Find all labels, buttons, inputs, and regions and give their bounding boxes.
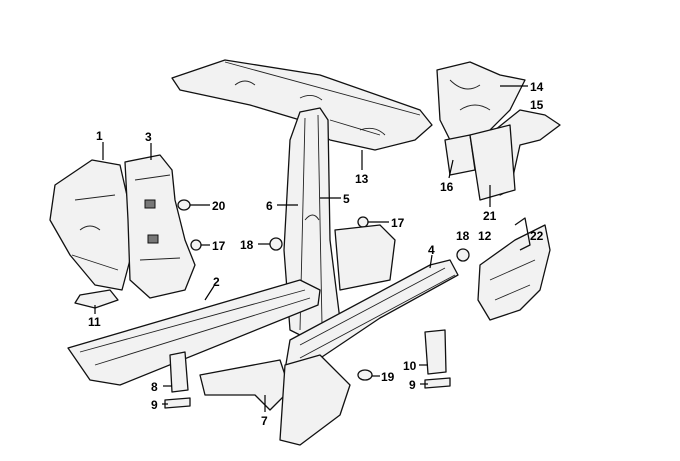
part-2-sill [67, 279, 321, 386]
label-20: 20 [212, 199, 226, 213]
label-17: 17 [212, 239, 226, 253]
part-9-left [164, 397, 191, 409]
label-17b: 17 [391, 216, 405, 230]
part-3 [124, 154, 196, 299]
label-11: 11 [88, 315, 101, 329]
part-21 [469, 124, 516, 201]
part-20 [177, 199, 191, 211]
part-17-right [357, 216, 369, 228]
part-11 [74, 289, 119, 309]
label-15: 15 [530, 98, 544, 112]
part-14-wheelhouse [436, 61, 526, 151]
part-19 [357, 369, 373, 381]
part-8 [169, 351, 189, 393]
label-18b: 18 [456, 229, 470, 243]
part-12-panel [477, 224, 551, 321]
leader-lines [94, 85, 528, 412]
part-pillar-reinforcement [334, 224, 396, 291]
label-1: 1 [96, 129, 103, 143]
label-14: 14 [530, 80, 544, 94]
part-9-right [424, 377, 451, 389]
label-10: 10 [403, 359, 417, 373]
label-19: 19 [381, 370, 395, 384]
label-6: 6 [266, 199, 273, 213]
label-7: 7 [261, 414, 268, 428]
label-8: 8 [151, 380, 158, 394]
part-roof-panel [171, 59, 433, 151]
label-9: 9 [151, 398, 158, 412]
part-pillar-lower [279, 354, 351, 446]
part-18-left [269, 237, 283, 251]
part-18-right [456, 248, 470, 262]
label-13: 13 [355, 172, 369, 186]
part-22 [514, 217, 531, 251]
label-5: 5 [343, 192, 350, 206]
callout-labels: 1 3 20 17 2 11 6 5 18 17 13 14 15 16 21 … [88, 80, 544, 428]
label-12: 12 [478, 229, 492, 243]
label-21: 21 [483, 209, 497, 223]
label-18: 18 [240, 238, 254, 252]
part-1 [49, 159, 131, 291]
part-10 [424, 329, 447, 375]
label-22: 22 [530, 229, 544, 243]
label-3: 3 [145, 130, 152, 144]
label-2: 2 [213, 275, 220, 289]
label-16: 16 [440, 180, 454, 194]
label-9b: 9 [409, 378, 416, 392]
label-4: 4 [428, 243, 435, 257]
part-7 [199, 359, 291, 411]
part-17-left [190, 239, 202, 251]
